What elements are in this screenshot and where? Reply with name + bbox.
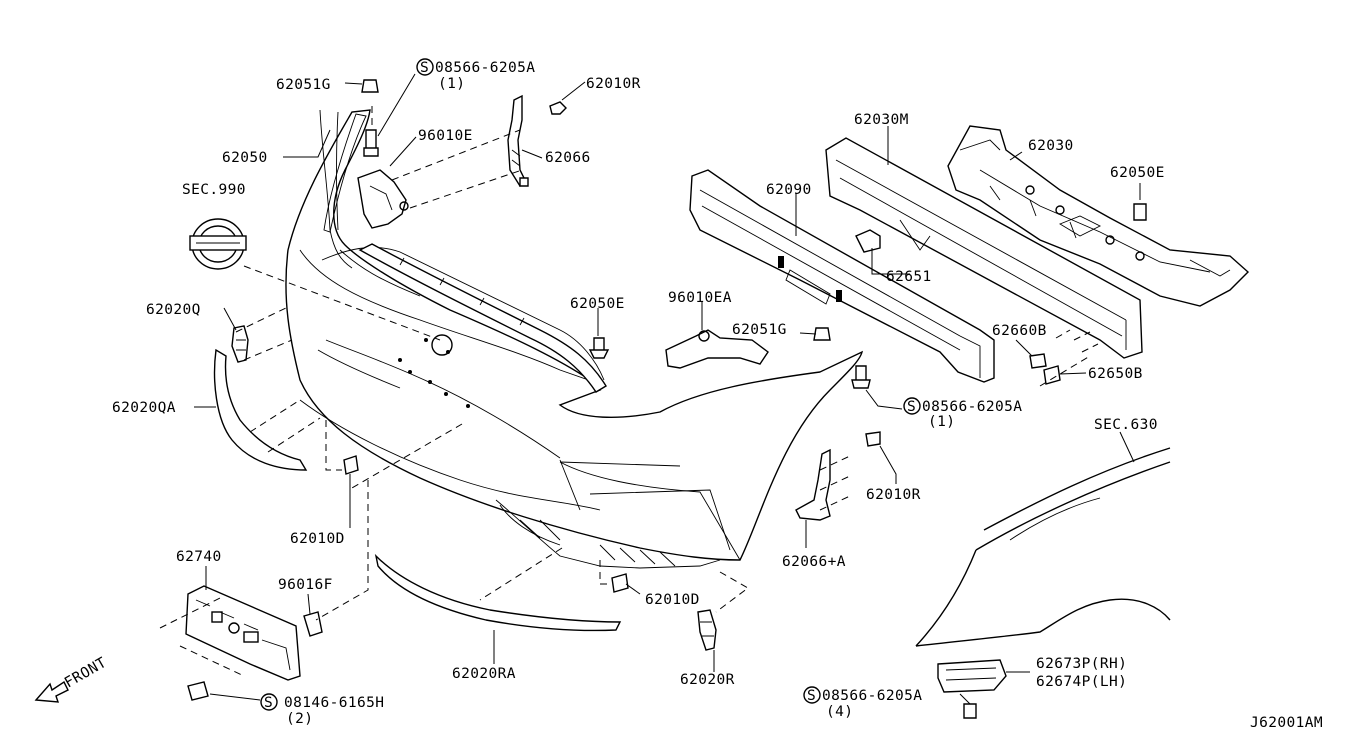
front-bumper-fascia [285,109,864,569]
label-96016F: 96016F [278,577,333,593]
label-62020RA: 62020RA [452,666,516,682]
bracket-62673P-62674P [937,659,1007,693]
bracket-62651 [855,229,881,253]
label-62030M: 62030M [854,112,909,128]
circled-s-3: S [807,688,816,704]
label-08566-6205A-center: 08566-6205A [922,399,1022,415]
label-62066A: 62066+A [782,554,846,570]
reinforcement-62090 [689,169,995,383]
label-62030: 62030 [1028,138,1074,154]
label-62010D-left: 62010D [290,531,345,547]
label-62010R: 62010R [586,76,641,92]
label-96010E: 96010E [418,128,473,144]
label-96010EA: 96010EA [668,290,732,306]
leader-lines [194,73,1141,705]
label-sec990: SEC.990 [182,182,246,198]
side-bracket-62066 [507,94,527,187]
side-molding-62020QA [213,348,308,471]
label-62650B: 62650B [1088,366,1143,382]
label-62050: 62050 [222,150,268,166]
front-label: FRONT [62,655,110,692]
label-08566-6205A-bottom: 08566-6205A [822,688,922,704]
upper-support-62030 [947,125,1250,307]
label-62020R: 62020R [680,672,735,688]
label-62010D-center: 62010D [645,592,700,608]
label-62066: 62066 [545,150,591,166]
fender-sec630 [915,447,1171,647]
side-bracket-62066A [795,448,831,521]
circled-s-1: S [420,60,429,76]
label-62051G-center: 62051G [732,322,787,338]
label-08146-6165H: 08146-6165H [284,695,384,711]
dashed-guides [159,106,1099,677]
lower-molding-62020RA [374,553,622,632]
fasteners-top [361,79,567,187]
circled-s-4: S [264,695,273,711]
label-62010R-right: 62010R [866,487,921,503]
diagram-id: J62001AM [1250,715,1323,731]
label-62090: 62090 [766,182,812,198]
label-qty-1: (1) [438,76,465,92]
bracket-62020R [697,609,717,651]
label-62051G: 62051G [276,77,331,93]
bumper-upper-trim [358,243,607,393]
label-qty-2: (2) [286,711,313,727]
label-62020QA: 62020QA [112,400,176,416]
fasteners [187,203,1147,719]
label-qty-4: (4) [826,704,853,720]
label-62660B: 62660B [992,323,1047,339]
label-62740: 62740 [176,549,222,565]
license-bracket-62740 [185,585,301,681]
bracket-96010E [357,169,409,229]
circled-marks [260,58,921,711]
label-sec630: SEC.630 [1094,417,1158,433]
label-62651: 62651 [886,269,932,285]
label-62673P-RH: 62673P(RH) [1036,656,1127,672]
clip-62020Q [231,325,249,363]
label-qty-1-center: (1) [928,414,955,430]
label-62050E-center: 62050E [570,296,625,312]
emblem-sec990 [189,218,247,270]
circled-s-2: S [907,399,916,415]
front-arrow-icon [34,680,69,703]
clip-96016F [303,611,323,637]
label-08566-6205A: 08566-6205A [435,60,535,76]
part-labels: 62051G 08566-6205A (1) 62010R 96010E 620… [112,60,1165,727]
label-62020Q: 62020Q [146,302,201,318]
absorber-62030M [825,137,1143,359]
bracket-96010EA [665,329,769,369]
label-62674P-LH: 62674P(LH) [1036,674,1127,690]
label-62050E-right: 62050E [1110,165,1165,181]
